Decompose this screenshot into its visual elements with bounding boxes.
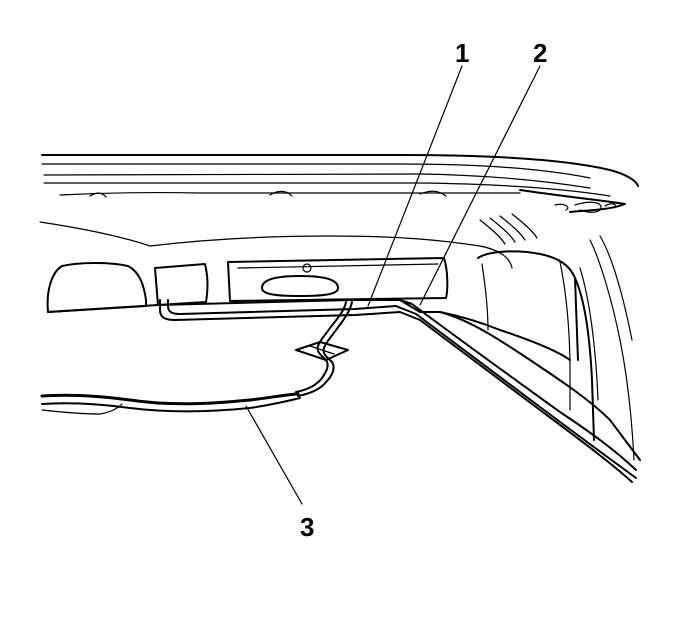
leader-line-1 <box>367 65 463 307</box>
roof-rail-panel <box>47 299 641 461</box>
wiring-harness-3 <box>40 392 301 415</box>
wiring-harness-2 <box>399 299 637 471</box>
wiring-harness-1 <box>159 299 637 483</box>
callout-label-1: 1 <box>455 38 469 68</box>
leader-lines <box>245 65 541 505</box>
rear-pillar-trim <box>519 189 626 213</box>
harness-drop <box>295 301 353 397</box>
left-mirror <box>46 262 147 313</box>
callout-label-2: 2 <box>533 38 547 68</box>
harness-clip <box>295 341 349 361</box>
rear-window-frame <box>39 213 538 269</box>
seat-back <box>477 235 635 461</box>
roof-headliner <box>41 154 639 198</box>
leader-line-2 <box>419 65 541 306</box>
callout-label-3: 3 <box>300 512 314 542</box>
overhead-console <box>154 257 449 306</box>
leader-line-3 <box>245 405 303 505</box>
